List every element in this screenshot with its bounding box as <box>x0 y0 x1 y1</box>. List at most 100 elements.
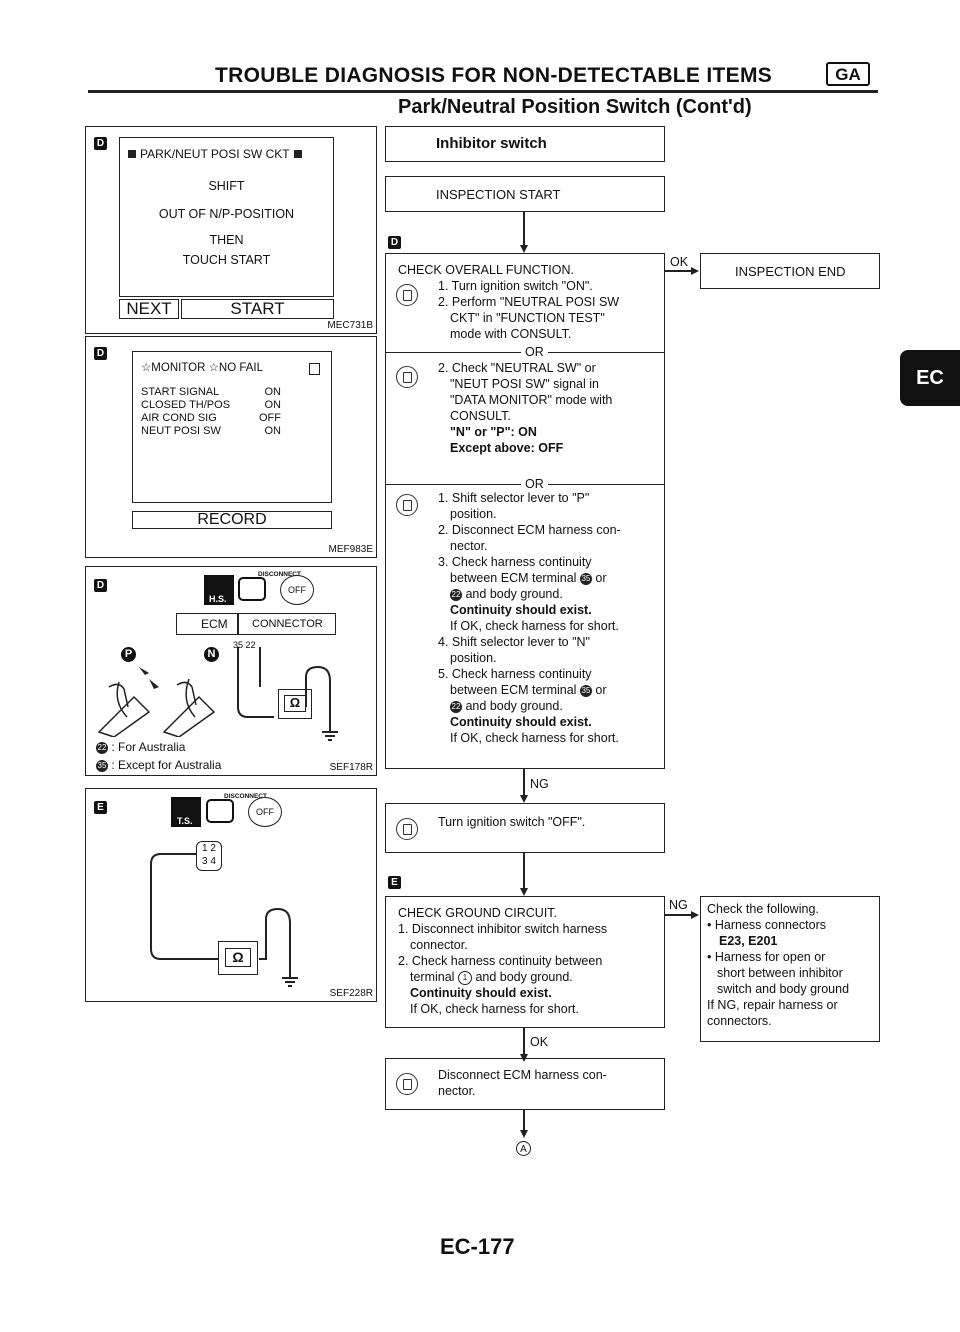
header-rule <box>88 90 878 93</box>
ground-circuit-diagram: E T.S. DISCONNECT OFF 1 2 3 4 Ω SEF228R <box>85 788 377 1002</box>
ignition-off-box: Turn ignition switch "OFF". <box>385 803 665 853</box>
monitor-rows: START SIGNAL ON CLOSED TH/POS ON AIR COND SI… <box>141 386 281 438</box>
tool-icon <box>396 494 418 516</box>
ignition-off-icon: OFF <box>280 575 314 605</box>
monitor-header: ☆MONITOR ☆NO FAIL <box>141 362 264 374</box>
record-button[interactable]: RECORD <box>132 511 332 529</box>
connector-line <box>523 853 525 893</box>
ts-icon: T.S. <box>171 797 201 827</box>
ok-label: OK <box>530 1035 549 1049</box>
ignition-key-icon <box>396 366 418 388</box>
inspection-end-label: INSPECTION END <box>735 264 846 279</box>
or-label: OR <box>521 476 548 492</box>
screen-line-then: THEN <box>209 233 244 247</box>
shift-lever-illustration <box>97 667 216 737</box>
checkbox[interactable] <box>309 363 320 375</box>
monitor-row: NEUT POSI SW ON <box>141 425 281 438</box>
or-label: OR <box>521 344 548 360</box>
tag-e: E <box>94 801 107 814</box>
connector-line <box>665 270 693 272</box>
ohmmeter: Ω <box>218 941 258 975</box>
ecm-connector-box: ECM CONNECTOR <box>176 613 336 635</box>
tag-d: D <box>94 347 107 360</box>
inspection-start-box: INSPECTION START <box>385 176 665 212</box>
consult-screen-function-test: D PARK/NEUT POSI SW CKT SHIFT OUT OF N/P… <box>85 126 377 334</box>
page-subtitle: Park/Neutral Position Switch (Cont'd) <box>398 96 752 118</box>
goto-a-marker: A <box>516 1141 531 1156</box>
screen-line-touch-start: TOUCH START <box>182 253 271 267</box>
hs-icon: H.S. <box>204 575 234 605</box>
check-overall-function-box: CHECK OVERALL FUNCTION. 1. Turn ignition… <box>385 253 665 769</box>
ng-label: NG <box>669 898 688 912</box>
disconnect-ecm-label: Disconnect ECM harness con- nector. <box>438 1068 607 1098</box>
note-australia: 22 : For Australia <box>96 740 186 754</box>
disconnect-ecm-box: Disconnect ECM harness con- nector. <box>385 1058 665 1110</box>
arrow <box>520 1130 528 1138</box>
arrow <box>520 888 528 896</box>
arrow <box>520 795 528 803</box>
page-title: TROUBLE DIAGNOSIS FOR NON-DETECTABLE ITE… <box>215 64 773 87</box>
check1-title: CHECK OVERALL FUNCTION. <box>398 263 574 277</box>
check-following-box: Check the following. • Harness connector… <box>700 896 880 1042</box>
terminal-pins: 35 22 <box>233 640 256 650</box>
monitor-item-name: AIR COND SIG <box>141 412 217 424</box>
tag-d: D <box>388 236 401 249</box>
ohmmeter-probe-wiring <box>237 647 338 741</box>
ignition-off-label: Turn ignition switch "OFF". <box>438 815 586 829</box>
p-position-marker: P <box>121 647 136 662</box>
connector-line <box>523 1028 525 1058</box>
ignition-off-icon: OFF <box>248 797 282 827</box>
monitor-item-name: NEUT POSI SW <box>141 425 221 437</box>
screen-line-out-of: OUT OF N/P-POSITION <box>158 207 295 221</box>
monitor-item-name: START SIGNAL <box>141 386 220 398</box>
flow-title-box: Inhibitor switch <box>385 126 665 162</box>
check-following-text: Check the following. • Harness connector… <box>707 902 850 1028</box>
ecm-continuity-diagram: D H.S. DISCONNECT OFF ECM CONNECTOR 35 2… <box>85 566 377 776</box>
figure-ref: SEF228R <box>329 988 373 999</box>
connector-disconnect-icon <box>206 799 234 823</box>
tag-e: E <box>388 876 401 889</box>
disconnect-label: DISCONNECT <box>258 571 301 578</box>
ignition-key-icon <box>396 284 418 306</box>
screen-frame: PARK/NEUT POSI SW CKT SHIFT OUT OF N/P-P… <box>119 137 334 297</box>
figure-ref: MEF983E <box>328 544 373 555</box>
disconnect-label: DISCONNECT <box>224 793 267 800</box>
section-badge: GA <box>826 62 870 86</box>
page-number: EC-177 <box>440 1234 515 1259</box>
connector-line <box>665 914 693 916</box>
monitor-item-value: ON <box>264 399 282 411</box>
inspection-end-box: INSPECTION END <box>700 253 880 289</box>
check-ground-circuit-box: CHECK GROUND CIRCUIT. 1. Disconnect inhi… <box>385 896 665 1028</box>
connector-disconnect-icon <box>238 577 266 601</box>
monitor-item-value: OFF <box>259 412 281 424</box>
arrow <box>691 267 699 275</box>
monitor-item-value: ON <box>264 425 282 437</box>
monitor-row: CLOSED TH/POS ON <box>141 399 281 412</box>
screen-line-shift: SHIFT <box>208 179 245 193</box>
connector-line <box>523 1110 525 1134</box>
monitor-item-value: ON <box>264 386 282 398</box>
n-position-marker: N <box>204 647 219 662</box>
start-button[interactable]: START <box>181 299 334 319</box>
ignition-key-icon <box>396 818 418 840</box>
connector-line <box>523 769 525 799</box>
monitor-item-name: CLOSED TH/POS <box>141 399 231 411</box>
tag-d: D <box>94 579 107 592</box>
ground-circuit-wiring <box>150 853 298 987</box>
screen-title: PARK/NEUT POSI SW CKT <box>128 146 302 162</box>
inspection-start-label: INSPECTION START <box>436 187 561 202</box>
side-tab-ec: EC <box>900 350 960 406</box>
figure-ref: MEC731B <box>327 320 373 331</box>
flow-title: Inhibitor switch <box>436 135 547 152</box>
ohmmeter: Ω <box>278 689 312 719</box>
check1-c: 1. Shift selector lever to "P" position.… <box>438 491 621 745</box>
arrow <box>691 911 699 919</box>
note-except-australia: 35 : Except for Australia <box>96 758 222 772</box>
ok-label: OK <box>670 255 689 269</box>
inhibitor-connector: 1 2 3 4 <box>196 841 222 871</box>
next-button[interactable]: NEXT <box>119 299 179 319</box>
ng-label: NG <box>530 777 549 791</box>
check1-b: 2. Check "NEUTRAL SW" or "NEUT POSI SW" … <box>438 361 613 455</box>
